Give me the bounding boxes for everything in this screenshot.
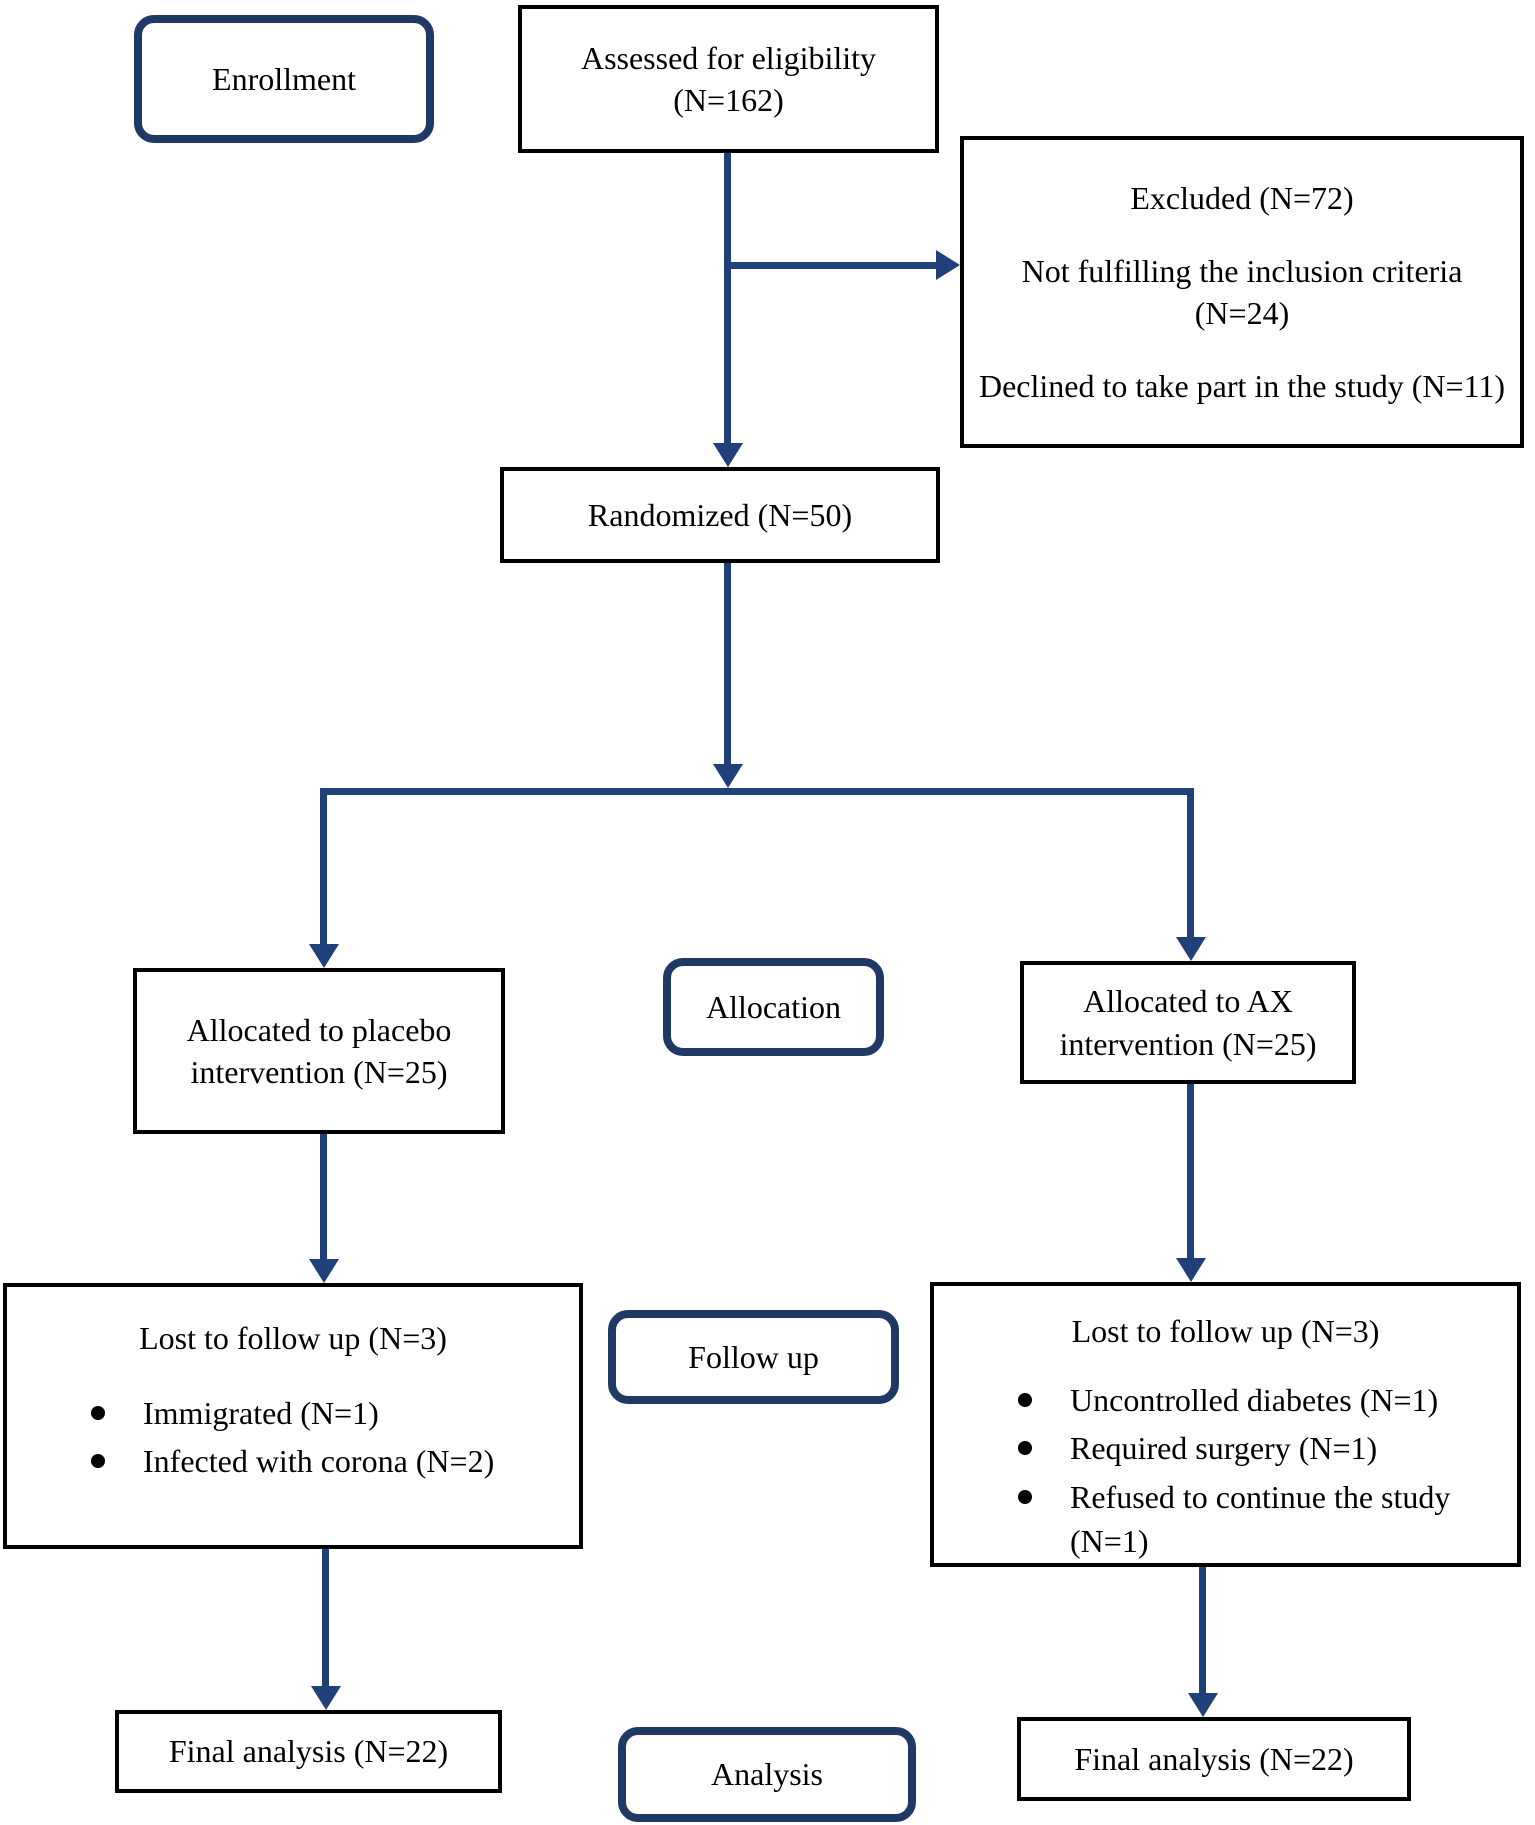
arrowhead-down-icon: [1176, 1258, 1206, 1282]
allocated-ax-label: Allocated to AX intervention (N=25): [1059, 983, 1317, 1062]
randomized-label: Randomized (N=50): [587, 496, 853, 533]
lost-followup-placebo-box: Lost to follow up (N=3) Immigrated (N=1)…: [3, 1283, 583, 1549]
arrow-line: [322, 1549, 329, 1688]
arrow-line: [1187, 1084, 1194, 1260]
arrow-line: [724, 153, 731, 445]
arrowhead-down-icon: [1176, 937, 1206, 961]
stage-allocation-label: Allocation: [705, 988, 842, 1025]
arrowhead-down-icon: [713, 764, 743, 788]
excluded-reason-2: Declined to take part in the study (N=11…: [978, 368, 1506, 404]
stage-allocation: Allocation: [663, 958, 884, 1056]
randomized-box: Randomized (N=50): [500, 467, 940, 563]
arrowhead-right-icon: [936, 250, 960, 280]
lost-followup-ax-box: Lost to follow up (N=3) Uncontrolled dia…: [930, 1282, 1521, 1567]
arrow-line: [1187, 788, 1194, 939]
list-item: Immigrated (N=1): [85, 1391, 505, 1435]
arrowhead-down-icon: [309, 944, 339, 968]
final-placebo-label: Final analysis (N=22): [168, 1733, 449, 1770]
list-item: Required surgery (N=1): [1012, 1426, 1452, 1470]
arrow-line: [724, 262, 936, 269]
split-line: [320, 788, 1194, 795]
assessed-box: Assessed for eligibility (N=162): [518, 5, 939, 153]
lost-ax-list: Uncontrolled diabetes (N=1) Required sur…: [934, 1378, 1452, 1567]
lost-ax-title: Lost to follow up (N=3): [1071, 1313, 1380, 1349]
arrow-line: [724, 563, 731, 766]
stage-enrollment: Enrollment: [134, 15, 434, 143]
excluded-reason-1: Not fulfilling the inclusion criteria (N…: [1021, 252, 1463, 331]
assessed-line1: Assessed for eligibility: [580, 39, 877, 76]
stage-followup: Follow up: [608, 1310, 899, 1404]
stage-analysis: Analysis: [618, 1727, 916, 1822]
allocated-placebo-label: Allocated to placebo intervention (N=25): [186, 1011, 452, 1090]
stage-analysis-label: Analysis: [711, 1756, 823, 1792]
assessed-line2: (N=162): [673, 82, 784, 118]
arrow-line: [320, 788, 327, 946]
final-ax-label: Final analysis (N=22): [1074, 1740, 1354, 1777]
final-analysis-placebo-box: Final analysis (N=22): [115, 1710, 502, 1793]
lost-placebo-list: Immigrated (N=1) Infected with corona (N…: [7, 1391, 505, 1487]
excluded-box: Excluded (N=72) Not fulfilling the inclu…: [960, 136, 1524, 448]
allocated-placebo-box: Allocated to placebo intervention (N=25): [133, 968, 505, 1134]
arrow-line: [320, 1134, 327, 1261]
list-item: Uncontrolled diabetes (N=1): [1012, 1378, 1452, 1422]
final-analysis-ax-box: Final analysis (N=22): [1017, 1717, 1411, 1801]
arrowhead-down-icon: [713, 443, 743, 467]
list-item: Refused to continue the study (N=1): [1012, 1475, 1452, 1563]
stage-followup-label: Follow up: [688, 1338, 819, 1375]
arrowhead-down-icon: [1188, 1693, 1218, 1717]
arrowhead-down-icon: [309, 1259, 339, 1283]
excluded-title: Excluded (N=72): [1130, 179, 1354, 216]
lost-placebo-title: Lost to follow up (N=3): [139, 1320, 447, 1356]
stage-enrollment-label: Enrollment: [212, 60, 356, 97]
arrow-line: [1199, 1567, 1206, 1695]
list-item: Infected with corona (N=2): [85, 1439, 505, 1483]
arrowhead-down-icon: [311, 1686, 341, 1710]
allocated-ax-box: Allocated to AX intervention (N=25): [1020, 961, 1356, 1084]
